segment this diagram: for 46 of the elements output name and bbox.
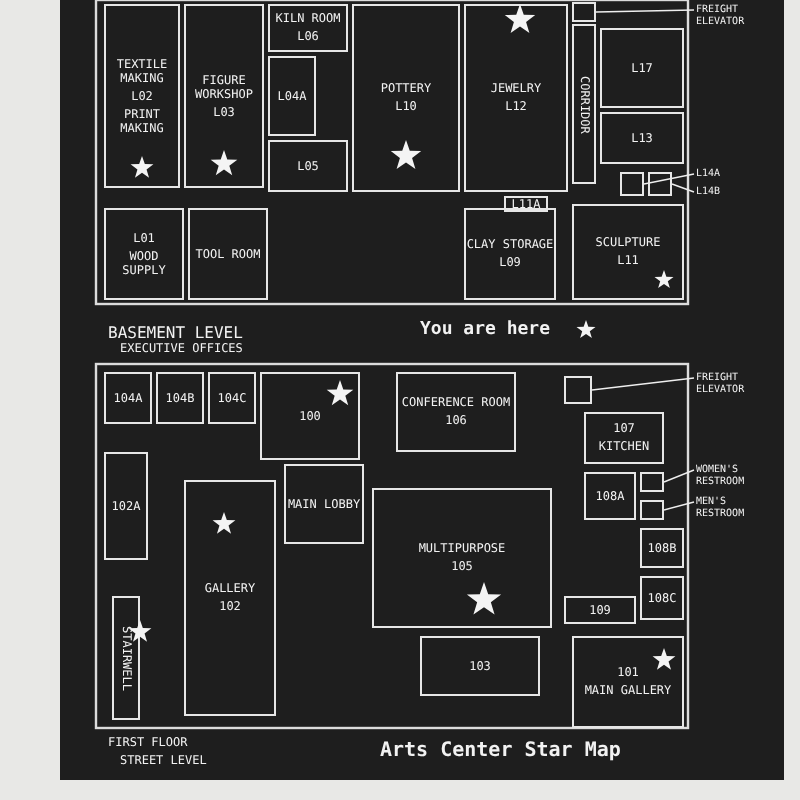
room-outline bbox=[584, 412, 664, 464]
room-outline bbox=[372, 488, 552, 628]
room-outline bbox=[504, 196, 548, 212]
room-outline bbox=[104, 452, 148, 560]
room-outline bbox=[396, 372, 516, 452]
room-outline bbox=[188, 208, 268, 300]
room-outline bbox=[584, 472, 636, 520]
small-room bbox=[640, 472, 664, 492]
room-outline bbox=[268, 56, 316, 136]
leader-line bbox=[595, 9, 695, 13]
room-outline bbox=[268, 140, 348, 192]
room-outline bbox=[268, 4, 348, 52]
room-outline bbox=[464, 208, 556, 300]
room-outline bbox=[104, 4, 180, 188]
room-outline bbox=[572, 204, 684, 300]
legend-label: You are here bbox=[420, 320, 551, 340]
map-title: Arts Center Star Map bbox=[380, 740, 621, 762]
small-room bbox=[620, 172, 644, 196]
small-room bbox=[640, 500, 664, 520]
small-room bbox=[648, 172, 672, 196]
room-outline bbox=[104, 208, 184, 300]
room-outline bbox=[156, 372, 204, 424]
room-outline bbox=[564, 596, 636, 624]
leader-line bbox=[663, 501, 695, 511]
room-outline bbox=[640, 528, 684, 568]
room-outline bbox=[420, 636, 540, 696]
room-outline bbox=[104, 372, 152, 424]
room-outline bbox=[184, 4, 264, 188]
room-outline bbox=[112, 596, 140, 720]
room-outline bbox=[352, 4, 460, 192]
room-outline bbox=[572, 636, 684, 728]
room-outline bbox=[184, 480, 276, 716]
room-outline bbox=[572, 24, 596, 184]
room-outline bbox=[260, 372, 360, 460]
small-room bbox=[572, 2, 596, 22]
room-outline bbox=[600, 112, 684, 164]
room-outline bbox=[600, 28, 684, 108]
leader-line bbox=[663, 469, 695, 483]
room-outline bbox=[640, 576, 684, 620]
leader-line bbox=[643, 173, 695, 185]
room-outline bbox=[208, 372, 256, 424]
room-outline bbox=[284, 464, 364, 544]
leader-line bbox=[671, 183, 695, 193]
small-room bbox=[564, 376, 592, 404]
floor-label: BASEMENT LEVEL bbox=[108, 324, 243, 342]
room-outline bbox=[464, 4, 568, 192]
